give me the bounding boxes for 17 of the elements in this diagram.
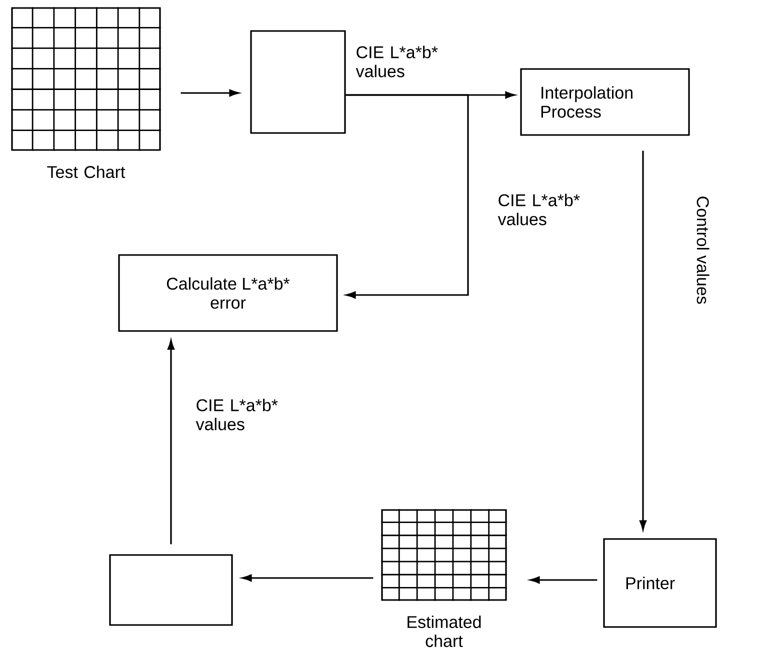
process-box: Calculate L*a*b* error [118,254,338,332]
arrow [167,340,175,544]
arrow [242,574,374,582]
edge-label: CIE L*a*b* values [196,398,278,430]
process-box: Printer [603,538,717,628]
arrow [180,89,240,97]
process-box: Interpolation Process [520,68,690,136]
process-box [250,30,346,134]
edge-label: CIE L*a*b* values [356,46,438,78]
chart-caption: Estimated chart [408,616,481,648]
arrow [639,150,647,530]
edge-label: CIE L*a*b* values [498,194,580,226]
arrow [346,94,469,299]
arrow [530,576,598,584]
chart-caption: Test Chart [47,166,126,178]
edge-label: Control values [696,196,710,304]
process-box [109,554,233,626]
